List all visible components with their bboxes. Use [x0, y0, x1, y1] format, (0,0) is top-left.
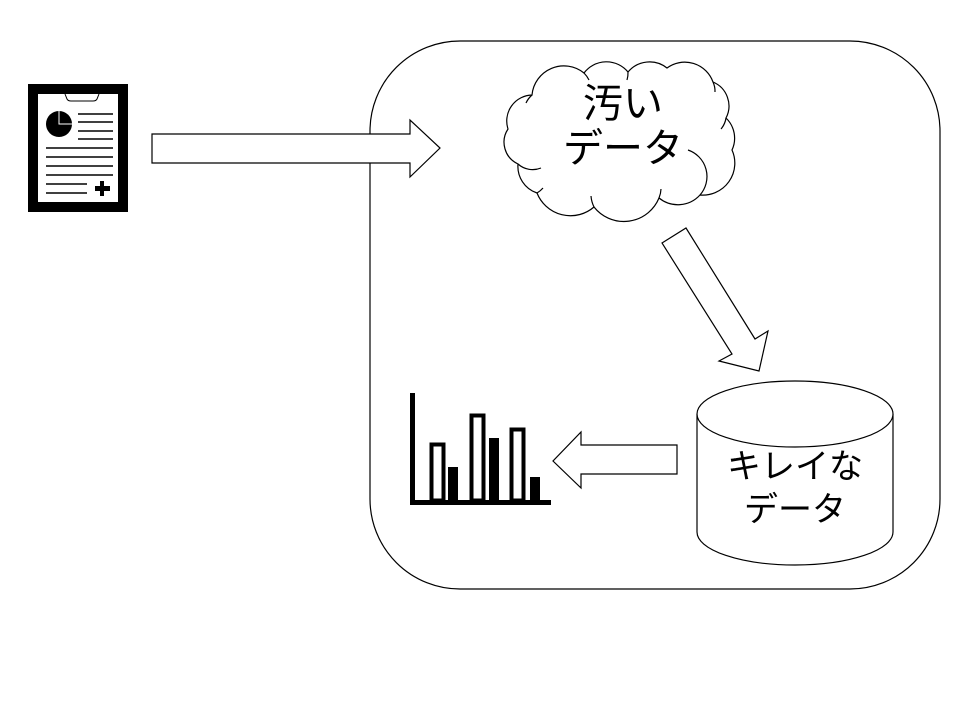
- cloud-inner-arcs: [517, 71, 727, 208]
- clean-data-line2: データ: [744, 489, 846, 530]
- chart-bar: [469, 413, 486, 503]
- dirty-data-cloud: [503, 61, 736, 223]
- dirty-data-line1: 汚い: [583, 81, 663, 127]
- chart-bar: [489, 438, 499, 501]
- arrow-database-to-chart: [552, 430, 678, 490]
- arrow-report-to-process: [151, 118, 441, 179]
- chart-bar: [509, 427, 526, 503]
- bar-chart-icon: [410, 393, 551, 505]
- medical-report-icon: [28, 84, 128, 212]
- chart-bar: [448, 467, 458, 501]
- clean-data-label: キレイな データ: [700, 446, 890, 531]
- arrow-cloud-to-database: [661, 227, 769, 372]
- clean-data-line1: キレイな: [727, 447, 863, 487]
- clean-data-database: [696, 380, 894, 566]
- dirty-data-label: 汚い データ: [528, 82, 718, 172]
- chart-bar: [530, 477, 540, 501]
- dirty-data-line2: データ: [563, 125, 683, 172]
- chart-bar: [429, 442, 446, 503]
- chart-y-axis: [410, 393, 415, 505]
